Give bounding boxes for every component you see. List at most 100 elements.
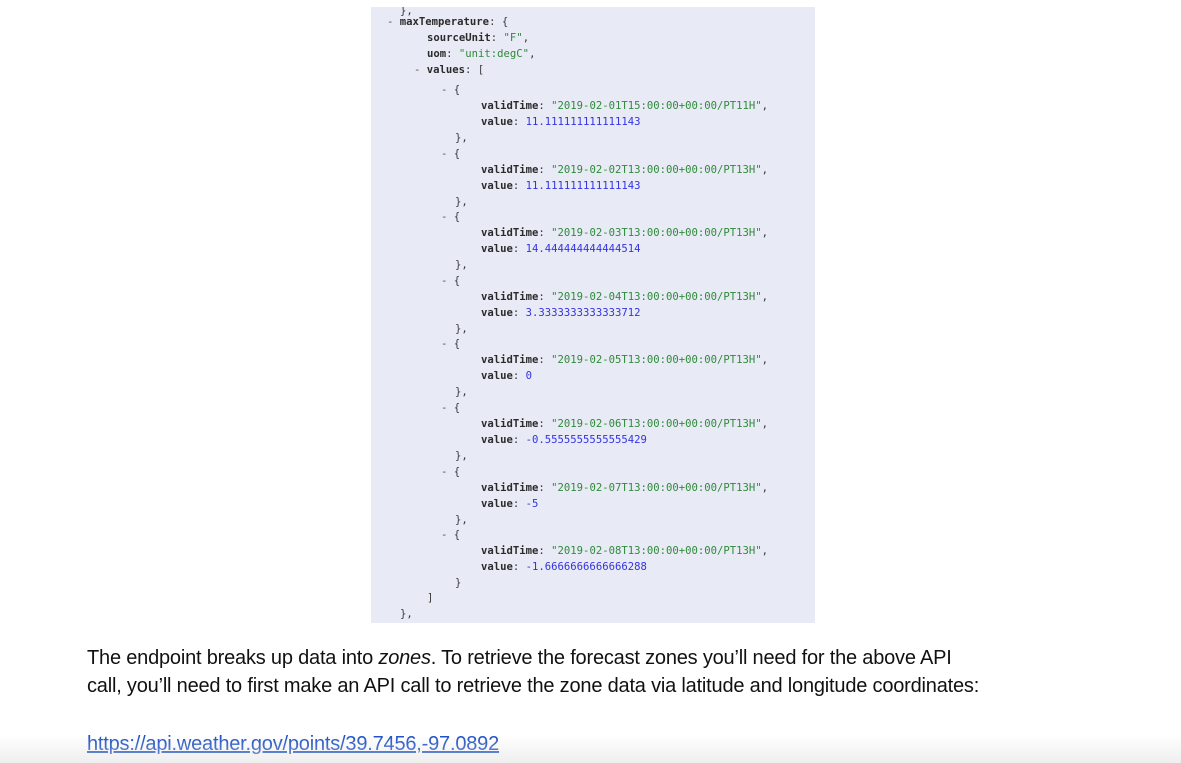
colon: : <box>512 306 526 319</box>
collapse-toggle[interactable]: - <box>387 16 400 28</box>
temperature-value: -5 <box>525 497 539 510</box>
open-brace: { <box>453 529 461 542</box>
value-object-open: - { <box>441 336 460 352</box>
field-sourceUnit: sourceUnit: "F", <box>427 30 529 46</box>
value-line: value: 3.3333333333333712 <box>481 305 640 321</box>
colon: : <box>538 418 552 430</box>
colon: : <box>512 561 526 574</box>
valid-time-line: validTime: "2019-02-08T13:00:00+00:00/PT… <box>481 543 768 559</box>
value-line: value: 11.111111111111143 <box>481 178 640 194</box>
colon: : <box>512 370 526 383</box>
json-key: sourceUnit <box>427 32 491 44</box>
comma: , <box>761 418 769 430</box>
close-brace: }, <box>455 513 468 526</box>
paragraph-line-2: call, you’ll need to first make an API c… <box>87 675 980 697</box>
points-api-link[interactable]: https://api.weather.gov/points/39.7456,-… <box>87 733 500 755</box>
close-brace: }, <box>455 132 468 144</box>
json-key: value <box>481 116 513 128</box>
json-viewer: },- maxTemperature: {sourceUnit: "F",uom… <box>371 7 815 623</box>
field-uom: uom: "unit:degC", <box>427 46 535 62</box>
close-brace: }, <box>455 195 468 208</box>
values-close: ] <box>427 590 433 606</box>
json-key: validTime <box>481 163 539 176</box>
json-key: validTime <box>481 481 539 494</box>
valid-time-line: validTime: "2019-02-04T13:00:00+00:00/PT… <box>481 289 768 305</box>
value-object-open: - { <box>441 527 460 543</box>
value-object-open: - { <box>441 400 460 416</box>
value-object-open: - { <box>441 146 460 162</box>
open-brace: { <box>453 147 461 160</box>
open-brace: { <box>453 211 461 224</box>
value-line: value: 11.111111111111143 <box>481 114 640 130</box>
temperature-value: 14.444444444444514 <box>525 243 641 256</box>
valid-time-value: "2019-02-04T13:00:00+00:00/PT13H" <box>551 290 762 303</box>
zones-emphasis: zones <box>378 647 431 669</box>
value-object-open: - { <box>441 209 460 225</box>
collapse-toggle[interactable]: - <box>441 274 454 287</box>
close-brace: } <box>455 577 462 590</box>
temperature-value: -0.5555555555555429 <box>525 434 647 446</box>
json-key: value <box>481 306 513 319</box>
colon: : <box>538 290 552 303</box>
valid-time-value: "2019-02-05T13:00:00+00:00/PT13H" <box>551 354 762 367</box>
open-brace: { <box>453 84 461 96</box>
valid-time-value: "2019-02-02T13:00:00+00:00/PT13H" <box>551 163 762 176</box>
open-brace: { <box>453 274 461 287</box>
valid-time-line: validTime: "2019-02-01T15:00:00+00:00/PT… <box>481 98 768 114</box>
collapse-toggle[interactable]: - <box>441 529 454 542</box>
value-object-close: }, <box>455 512 468 528</box>
colon: : <box>512 434 526 446</box>
close-brace: }, <box>455 259 468 272</box>
values-line: - values: [ <box>414 62 484 78</box>
temperature-value: 0 <box>525 370 533 383</box>
json-key: value <box>481 243 513 256</box>
colon: : <box>538 227 552 240</box>
collapse-toggle[interactable]: - <box>441 338 454 351</box>
open-brace: { <box>453 338 461 351</box>
value-object-close: }, <box>455 384 468 400</box>
comma: , <box>529 48 536 60</box>
value-object-close: }, <box>455 194 468 210</box>
collapse-toggle[interactable]: - <box>441 211 454 224</box>
json-key: validTime <box>481 545 539 558</box>
body-paragraph: The endpoint breaks up data into zones. … <box>87 644 1167 700</box>
json-string-value: "F" <box>503 32 523 44</box>
valid-time-value: "2019-02-01T15:00:00+00:00/PT11H" <box>551 100 762 112</box>
comma: , <box>761 481 769 494</box>
json-key: maxTemperature <box>399 16 490 28</box>
maxtemperature-line: - maxTemperature: { <box>387 14 508 30</box>
value-object-close: }, <box>455 257 468 273</box>
colon: : <box>446 48 459 60</box>
colon: : <box>512 243 526 256</box>
close-bracket: ] <box>427 592 434 604</box>
temperature-value: -1.6666666666666288 <box>525 561 647 574</box>
value-object-close: }, <box>455 448 468 464</box>
valid-time-line: validTime: "2019-02-03T13:00:00+00:00/PT… <box>481 225 768 241</box>
paragraph-line-1: The endpoint breaks up data into zones. … <box>87 647 952 669</box>
colon: : <box>512 179 526 192</box>
collapse-toggle[interactable]: - <box>441 147 454 160</box>
open-brace: { <box>453 402 461 414</box>
closing-brace: }, <box>400 7 413 17</box>
collapse-toggle[interactable]: - <box>441 84 454 96</box>
colon: : <box>538 100 552 112</box>
comma: , <box>761 290 769 303</box>
close-brace: }, <box>455 322 468 335</box>
json-key: values <box>426 64 466 76</box>
valid-time-value: "2019-02-07T13:00:00+00:00/PT13H" <box>551 481 762 494</box>
value-object-close: } <box>455 575 461 591</box>
close-brace: }, <box>400 608 413 620</box>
open-brace: { <box>453 465 461 478</box>
comma: , <box>761 100 769 112</box>
value-line: value: -1.6666666666666288 <box>481 559 647 575</box>
json-key: validTime <box>481 354 539 367</box>
value-line: value: -5 <box>481 496 538 512</box>
temperature-value: 11.111111111111143 <box>525 179 641 192</box>
collapse-toggle[interactable]: - <box>414 64 427 76</box>
collapse-toggle[interactable]: - <box>441 465 454 478</box>
value-line: value: 0 <box>481 368 532 384</box>
collapse-toggle[interactable]: - <box>441 402 454 414</box>
temperature-value: 11.111111111111143 <box>525 116 641 128</box>
json-string-value: "unit:degC" <box>458 48 530 60</box>
close-brace: }, <box>455 450 468 462</box>
